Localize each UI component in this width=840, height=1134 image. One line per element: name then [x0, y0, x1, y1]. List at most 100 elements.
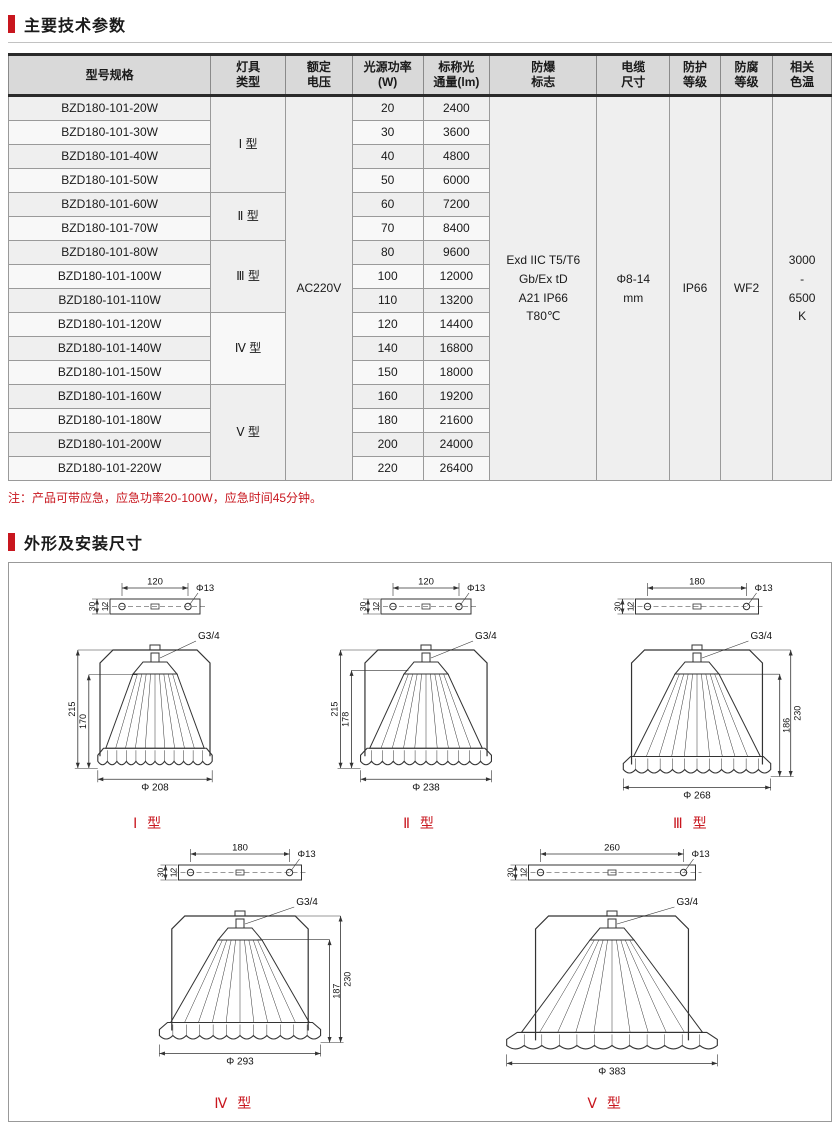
model-cell: BZD180-101-70W — [7, 216, 212, 241]
dim-label: Φ 293 — [227, 1057, 255, 1068]
header-power: 光源功率 (W) — [351, 53, 424, 97]
header-cct: 相关 色温 — [772, 53, 832, 97]
lamp-type-cell: Ⅰ 型 — [210, 95, 287, 193]
flux-cell: 2400 — [422, 95, 491, 121]
ip-cell: IP66 — [669, 95, 721, 481]
power-cell: 60 — [351, 192, 424, 217]
dim-label: 187 — [332, 984, 342, 999]
section-accent-bar — [8, 533, 15, 551]
type-3-label: Ⅲ 型 — [673, 815, 710, 831]
dim-label: 12 — [100, 602, 110, 612]
emergency-note: 注：产品可带应急，应急功率20-100W，应急时间45分钟。 — [8, 491, 323, 505]
spec-table: 型号规格 灯具 类型 额定 电压 光源功率 (W) 标称光 通量(lm) 防爆 … — [7, 53, 832, 481]
dim-label: Φ13 — [298, 849, 316, 860]
model-cell: BZD180-101-140W — [7, 336, 212, 361]
dim-label: 215 — [66, 702, 76, 717]
flux-cell: 4800 — [422, 144, 491, 169]
table-header-row: 型号规格 灯具 类型 额定 电压 光源功率 (W) 标称光 通量(lm) 防爆 … — [7, 53, 832, 97]
flux-cell: 9600 — [422, 240, 491, 265]
dim-label: 260 — [604, 843, 620, 854]
model-cell: BZD180-101-100W — [7, 264, 212, 289]
dim-label: G3/4 — [751, 631, 773, 642]
model-cell: BZD180-101-150W — [7, 360, 212, 385]
flux-cell: 26400 — [422, 456, 491, 481]
dim-label: 180 — [232, 843, 248, 854]
model-cell: BZD180-101-40W — [7, 144, 212, 169]
type-4-label: Ⅳ 型 — [214, 1095, 255, 1111]
header-flux: 标称光 通量(lm) — [422, 53, 491, 97]
dim-label: 12 — [626, 602, 636, 612]
section-accent-bar — [8, 15, 15, 33]
model-cell: BZD180-101-30W — [7, 120, 212, 145]
dim-label: 30 — [87, 602, 97, 612]
dim-label: 12 — [169, 868, 179, 878]
dim-label: G3/4 — [475, 631, 497, 642]
header-lamp-type: 灯具 类型 — [210, 53, 287, 97]
type-5-label: Ⅴ 型 — [587, 1095, 624, 1111]
dim-label: Φ 238 — [412, 782, 440, 793]
flux-cell: 18000 — [422, 360, 491, 385]
dim-label: 230 — [343, 972, 353, 987]
flux-cell: 13200 — [422, 288, 491, 313]
dim-label: Φ 268 — [684, 791, 712, 802]
header-model: 型号规格 — [7, 53, 212, 97]
power-cell: 150 — [351, 360, 424, 385]
model-cell: BZD180-101-160W — [7, 384, 212, 409]
header-cable: 电缆 尺寸 — [596, 53, 671, 97]
flux-cell: 6000 — [422, 168, 491, 193]
flux-cell: 12000 — [422, 264, 491, 289]
dim-label: Φ 383 — [598, 1066, 626, 1077]
flux-cell: 3600 — [422, 120, 491, 145]
type-2-label: Ⅱ 型 — [403, 815, 437, 831]
dim-label: 120 — [147, 577, 163, 588]
section-rule — [8, 42, 832, 43]
model-cell: BZD180-101-200W — [7, 432, 212, 457]
cable-cell: Φ8-14 mm — [596, 95, 671, 481]
ex-mark-cell: Exd IIC T5/T6 Gb/Ex tD A21 IP66 T80℃ — [489, 95, 598, 481]
power-cell: 80 — [351, 240, 424, 265]
dim-label: 120 — [418, 577, 434, 588]
flux-cell: 14400 — [422, 312, 491, 337]
header-ip: 防护 等级 — [669, 53, 721, 97]
power-cell: 20 — [351, 95, 424, 121]
anticorrosion-cell: WF2 — [719, 95, 774, 481]
header-voltage: 额定 电压 — [285, 53, 353, 97]
dim-label: 178 — [341, 712, 351, 727]
dim-label: G3/4 — [198, 631, 220, 642]
header-anticorrosion: 防腐 等级 — [719, 53, 774, 97]
type-1-label: Ⅰ 型 — [133, 815, 165, 831]
power-cell: 70 — [351, 216, 424, 241]
power-cell: 140 — [351, 336, 424, 361]
flux-cell: 24000 — [422, 432, 491, 457]
lamp-type-cell: Ⅳ 型 — [210, 312, 287, 385]
dim-label: Φ13 — [691, 849, 709, 860]
section2-title: 外形及安装尺寸 — [24, 536, 144, 553]
header-ex-mark: 防爆 标志 — [489, 53, 598, 97]
model-cell: BZD180-101-120W — [7, 312, 212, 337]
power-cell: 100 — [351, 264, 424, 289]
power-cell: 110 — [351, 288, 424, 313]
flux-cell: 19200 — [422, 384, 491, 409]
model-cell: BZD180-101-60W — [7, 192, 212, 217]
